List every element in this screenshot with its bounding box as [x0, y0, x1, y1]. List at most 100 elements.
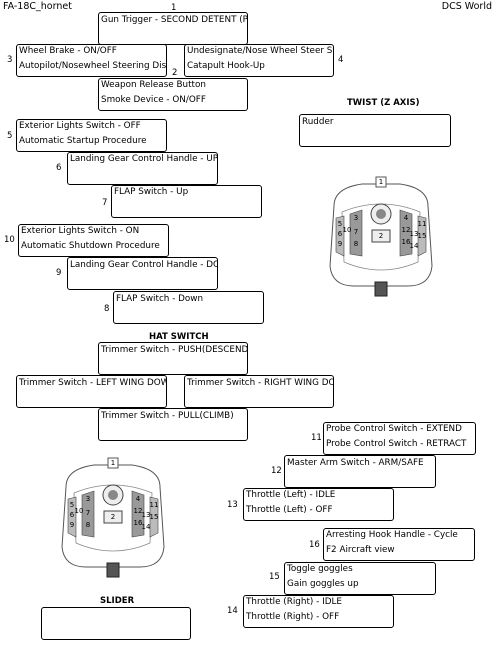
slider-binding-box[interactable]	[41, 607, 191, 640]
joystick-bottom-label-10: 10	[75, 507, 84, 515]
button-15-number: 15	[269, 572, 280, 582]
button-8-number: 8	[104, 304, 110, 314]
button-5-number: 5	[7, 131, 13, 141]
button-8-binding-box[interactable]: FLAP Switch - Down	[113, 291, 264, 324]
button-4-binding-box[interactable]: Undesignate/Nose Wheel Steer Sw Catapult…	[184, 44, 334, 77]
button-6-binding-box[interactable]: Landing Gear Control Handle - UP	[67, 152, 218, 185]
button-5-binding-box[interactable]: Exterior Lights Switch - OFF Automatic S…	[16, 119, 167, 152]
button-13-label-1: Throttle (Left) - IDLE	[246, 490, 336, 500]
button-3-binding-box[interactable]: Wheel Brake - ON/OFF Autopilot/Nosewheel…	[16, 44, 167, 77]
joystick-top-label-5: 5	[338, 220, 342, 228]
joystick-bottom-label-4: 4	[136, 495, 141, 503]
button-16-binding-box[interactable]: Arresting Hook Handle - Cycle F2 Aircraf…	[323, 528, 475, 561]
button-4-label-1: Undesignate/Nose Wheel Steer Sw	[187, 46, 334, 56]
button-9-binding-box[interactable]: Landing Gear Control Handle - DO	[67, 257, 218, 290]
hat-right-label: Trimmer Switch - RIGHT WING DOWN	[187, 378, 333, 388]
button-1-number: 1	[171, 3, 177, 13]
button-2-binding-box[interactable]: Weapon Release Button Smoke Device - ON/…	[98, 78, 248, 111]
button-7-label: FLAP Switch - Up	[114, 187, 189, 197]
slider-section-title: SLIDER	[100, 596, 135, 606]
joystick-bottom-label-9: 9	[70, 521, 74, 529]
button-8-label: FLAP Switch - Down	[116, 294, 204, 304]
button-14-binding-box[interactable]: Throttle (Right) - IDLE Throttle (Right)…	[243, 595, 394, 628]
button-1-binding-box[interactable]: Gun Trigger - SECOND DETENT (P	[98, 12, 248, 45]
button-3-label-2: Autopilot/Nosewheel Steering Dis	[19, 61, 167, 71]
button-14-label-2: Throttle (Right) - OFF	[246, 612, 340, 622]
joystick-bottom-label-13: 13	[142, 511, 151, 519]
joystick-bottom-label-8: 8	[86, 521, 90, 529]
joystick-top-label-11: 11	[418, 220, 427, 228]
button-15-label-1: Toggle goggles	[287, 564, 353, 574]
joystick-bottom-diagram: 1 2 3 4 5 6 7 8 9 10 11 12 13 14 15 16	[61, 457, 165, 578]
button-12-number: 12	[271, 466, 282, 476]
joystick-bottom-label-15: 15	[150, 513, 159, 521]
button-15-binding-box[interactable]: Toggle goggles Gain goggles up	[284, 562, 436, 595]
joystick-bottom-label-3: 3	[86, 495, 90, 503]
button-3-label-1: Wheel Brake - ON/OFF	[19, 46, 117, 56]
joystick-top-diagram: 1 2 3 4 5 6 7 8 9 10 11 12 13 14 15 16	[329, 176, 433, 297]
joystick-top-label-2: 2	[379, 232, 383, 240]
button-5-label-1: Exterior Lights Switch - OFF	[19, 121, 141, 131]
button-7-binding-box[interactable]: FLAP Switch - Up	[111, 185, 262, 218]
hat-left-label: Trimmer Switch - LEFT WING DOWN	[19, 378, 167, 388]
joystick-top-label-12: 12	[402, 226, 411, 234]
button-2-label-2: Smoke Device - ON/OFF	[101, 95, 206, 105]
joystick-top-label-16: 16	[402, 238, 411, 246]
twist-binding-box[interactable]: Rudder	[299, 114, 451, 147]
hat-left-binding-box[interactable]: Trimmer Switch - LEFT WING DOWN	[16, 375, 167, 408]
button-10-label-1: Exterior Lights Switch - ON	[21, 226, 140, 236]
joystick-bottom-label-14: 14	[142, 523, 151, 531]
button-13-label-2: Throttle (Left) - OFF	[246, 505, 333, 515]
button-3-number: 3	[7, 55, 13, 65]
hat-up-label: Trimmer Switch - PUSH(DESCEND)	[101, 345, 248, 355]
joystick-top-label-10: 10	[343, 226, 352, 234]
button-5-label-2: Automatic Startup Procedure	[19, 136, 147, 146]
twist-label: Rudder	[302, 117, 334, 127]
button-13-number: 13	[227, 500, 238, 510]
button-11-number: 11	[311, 433, 322, 443]
button-9-label: Landing Gear Control Handle - DO	[70, 260, 218, 270]
button-6-number: 6	[56, 163, 62, 173]
button-2-number: 2	[172, 68, 178, 78]
joystick-top-label-9: 9	[338, 240, 342, 248]
button-16-label-2: F2 Aircraft view	[326, 545, 395, 555]
hat-right-binding-box[interactable]: Trimmer Switch - RIGHT WING DOWN	[184, 375, 334, 408]
button-10-label-2: Automatic Shutdown Procedure	[21, 241, 160, 251]
button-11-binding-box[interactable]: Probe Control Switch - EXTEND Probe Cont…	[323, 422, 476, 455]
hat-section-title: HAT SWITCH	[149, 332, 209, 342]
game-title: DCS World	[441, 1, 492, 12]
hat-up-binding-box[interactable]: Trimmer Switch - PUSH(DESCEND)	[98, 342, 248, 375]
button-12-label: Master Arm Switch - ARM/SAFE	[287, 458, 424, 468]
joystick-top-label-15: 15	[418, 232, 427, 240]
joystick-bottom-label-16: 16	[134, 519, 143, 527]
joystick-top-label-8: 8	[354, 240, 358, 248]
joystick-bottom-label-7: 7	[86, 509, 90, 517]
joystick-top-label-3: 3	[354, 214, 358, 222]
joystick-bottom-label-1: 1	[111, 459, 115, 467]
button-6-label: Landing Gear Control Handle - UP	[70, 154, 218, 164]
joystick-top-label-7: 7	[354, 228, 358, 236]
joystick-top-label-1: 1	[379, 178, 383, 186]
profile-title: FA-18C_hornet	[3, 1, 72, 12]
button-12-binding-box[interactable]: Master Arm Switch - ARM/SAFE	[284, 455, 436, 488]
button-10-binding-box[interactable]: Exterior Lights Switch - ON Automatic Sh…	[18, 224, 169, 257]
button-2-label-1: Weapon Release Button	[101, 80, 206, 90]
button-15-label-2: Gain goggles up	[287, 579, 359, 589]
button-1-label: Gun Trigger - SECOND DETENT (P	[101, 15, 248, 25]
button-4-number: 4	[338, 55, 344, 65]
joystick-bottom-label-2: 2	[111, 513, 115, 521]
twist-section-title: TWIST (Z AXIS)	[347, 98, 420, 108]
button-9-number: 9	[56, 268, 62, 278]
button-4-label-2: Catapult Hook-Up	[187, 61, 265, 71]
joystick-bottom-label-6: 6	[70, 511, 75, 519]
button-11-label-2: Probe Control Switch - RETRACT	[326, 439, 467, 449]
button-10-number: 10	[4, 235, 15, 245]
joystick-bottom-label-5: 5	[70, 501, 74, 509]
hat-down-binding-box[interactable]: Trimmer Switch - PULL(CLIMB)	[98, 408, 248, 441]
button-14-label-1: Throttle (Right) - IDLE	[246, 597, 342, 607]
hat-down-label: Trimmer Switch - PULL(CLIMB)	[101, 411, 234, 421]
joystick-top-label-4: 4	[404, 214, 409, 222]
button-16-number: 16	[309, 540, 320, 550]
button-13-binding-box[interactable]: Throttle (Left) - IDLE Throttle (Left) -…	[243, 488, 394, 521]
joystick-top-label-6: 6	[338, 230, 343, 238]
